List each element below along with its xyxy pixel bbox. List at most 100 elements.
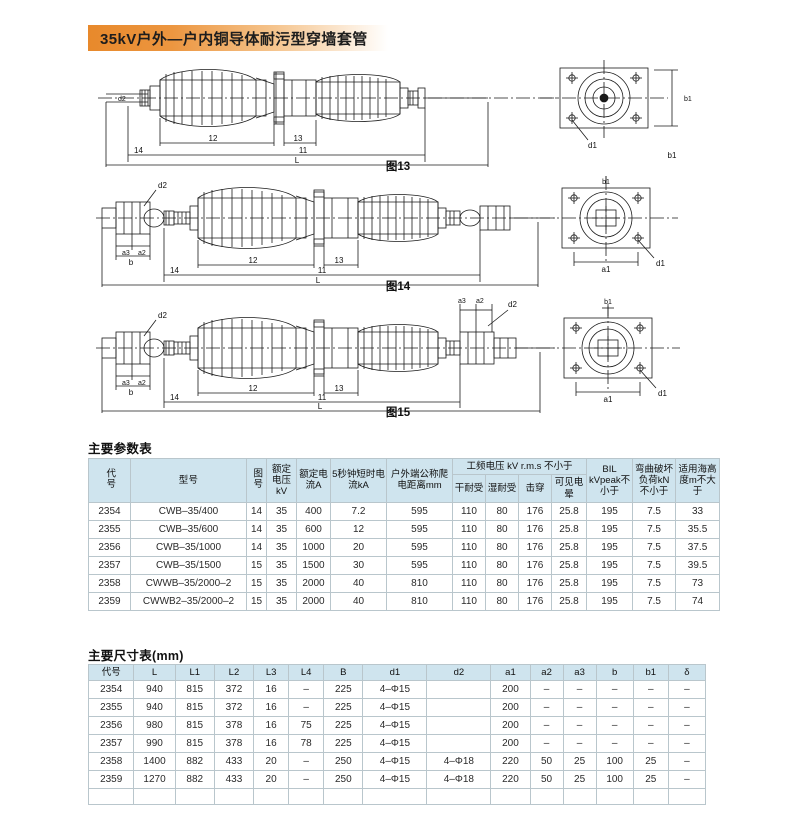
fig15-label-14: 14 [170,393,179,402]
cell-b1: 25 [632,770,669,790]
header-bending: 弯曲破坏负荷kN不小于 [632,458,677,503]
cell-code: 2358 [88,573,131,593]
cell-B: 225 [323,716,364,736]
figure-13: 12 13 14 11 L d1 b1 d2 b1 图13 [88,58,708,173]
dims-header-L: L [133,663,176,682]
cell-a2: – [529,734,564,754]
page-title: 35kV户外—户内铜导体耐污型穿墙套管 [100,30,368,48]
cell-B: 225 [323,698,364,718]
cell-b1: – [632,716,669,736]
cell-altitude: 33 [675,501,721,521]
cell-b: – [595,716,634,736]
cell-model: CWB–35/400 [130,501,247,521]
cell-B: 225 [323,734,364,754]
cell-L1: 815 [174,698,215,718]
cell-creepage: 595 [386,555,453,575]
cell-creepage: 810 [386,573,453,593]
cell-puncture: 176 [518,555,552,575]
fig15-label-d1: d1 [658,389,667,398]
cell-altitude: 73 [675,573,721,593]
dims-header-b1: b1 [632,663,669,682]
fig13-label-d1: d1 [588,141,597,150]
fig13-label-14: 14 [134,146,143,155]
cell-short_time_current: 12 [330,519,387,539]
cell-a1: 200 [490,698,531,718]
cell-b: – [595,698,634,718]
cell-rated_current: 600 [296,519,331,539]
cell-B: 250 [323,752,364,772]
cell-altitude: 74 [675,591,721,611]
table-subheader-row: 干耐受 湿耐受 击穿 可见电晕 [89,474,720,503]
cell-L3 [253,788,290,806]
fig15-label-a3: a3 [122,380,130,387]
cell-d1: 4–Φ15 [362,680,428,700]
header-power-freq-group: 工频电压 kV r.m.s 不小于 [451,457,588,476]
cell-puncture: 176 [518,519,552,539]
cell-fig_no: 14 [246,537,267,557]
cell-d1: 4–Φ15 [362,734,428,754]
cell-rated_voltage: 35 [266,555,297,575]
fig15-label-a2r: a2 [476,298,484,305]
cell-L: 980 [133,716,176,736]
cell-B [323,788,364,806]
cell-bending: 7.5 [632,501,677,521]
cell-a1: 200 [490,716,531,736]
fig14-label-13: 13 [335,256,344,265]
cell-rated_current: 400 [296,501,331,521]
cell-dry: 110 [452,555,486,575]
cell-bil: 195 [586,519,634,539]
cell-puncture: 176 [518,573,552,593]
cell-a3: – [562,716,597,736]
header-bil: BIL kVpeak不小于 [586,458,634,503]
cell-creepage: 595 [386,501,453,521]
cell-rated_voltage: 35 [266,573,297,593]
cell-L2: 372 [213,698,255,718]
cell-L4: – [288,752,325,772]
cell-B: 250 [323,770,364,790]
cell-L4 [288,788,325,806]
cell-代号: 2355 [87,698,135,718]
title-accent-bar [88,25,388,51]
technical-drawings: 12 13 14 11 L d1 b1 d2 b1 图13 [88,58,708,430]
cell-L1: 815 [174,680,215,700]
cell-bil: 195 [586,573,634,593]
fig15-label-a3r: a3 [458,298,466,305]
fig15-label-d2-right: d2 [508,300,517,309]
cell-L1: 815 [174,734,215,754]
cell-wet: 80 [485,591,519,611]
cell-corona: 25.8 [550,555,588,575]
cell-L: 1400 [133,752,176,772]
dims-header-a1: a1 [490,663,531,682]
cell-short_time_current: 20 [330,537,387,557]
cell-代号: 2354 [87,680,135,700]
cell-fig_no: 15 [246,591,267,611]
fig15-label-13: 13 [335,384,344,393]
fig14-label-14: 14 [170,266,179,275]
cell-L4: 78 [288,734,325,754]
cell-δ: – [667,752,707,772]
cell-L2: 433 [213,770,255,790]
cell-wet: 80 [485,573,519,593]
cell-代号: 2356 [87,716,135,736]
cell-d1: 4–Φ15 [362,770,428,790]
cell-bil: 195 [586,591,634,611]
fig14-label-12: 12 [249,256,258,265]
fig15-label-a2: a2 [138,380,146,387]
fig15-label-b: b [129,388,134,397]
cell-b: – [595,680,634,700]
cell-δ: – [667,716,707,736]
cell-L3: 16 [253,698,290,718]
fig13-label-L: L [295,156,300,165]
cell-altitude: 35.5 [675,519,721,539]
header-code: 代号 [88,458,131,503]
cell-d2 [426,734,492,754]
cell-bending: 7.5 [632,591,677,611]
cell-fig_no: 15 [246,555,267,575]
cell-b: – [595,734,634,754]
